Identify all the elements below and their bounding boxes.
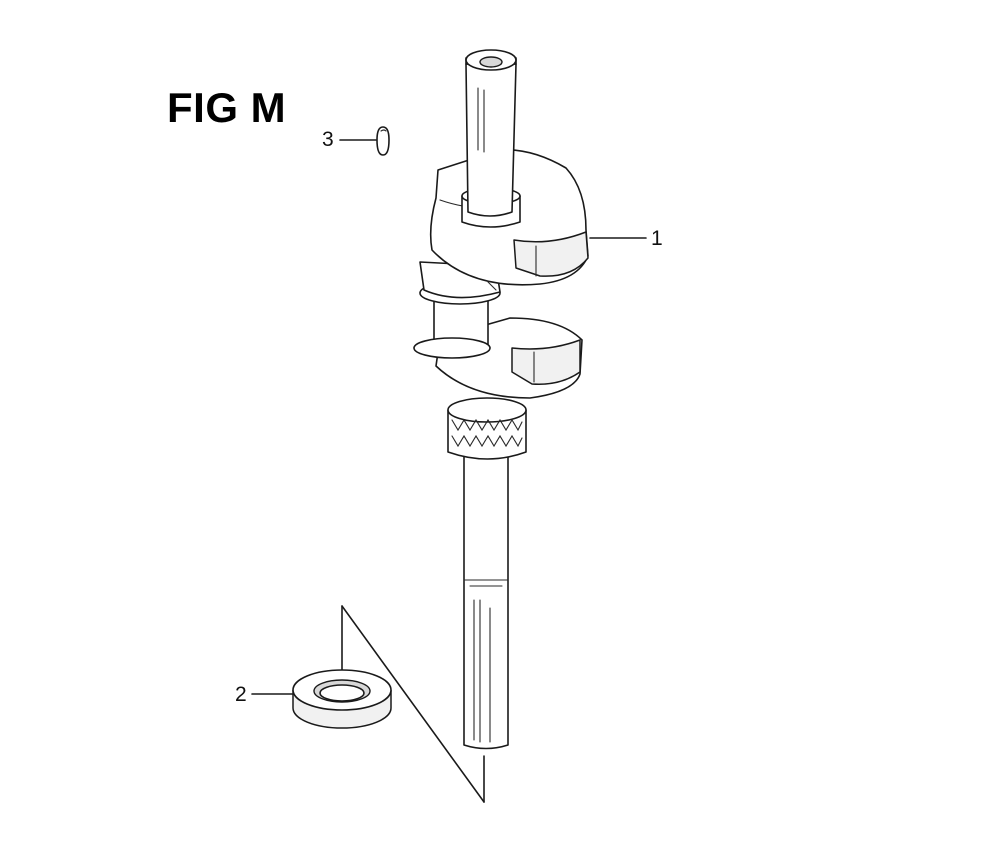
crankshaft-part bbox=[413, 49, 589, 750]
callout-number-1: 1 bbox=[651, 227, 663, 250]
oil-seal-part bbox=[292, 669, 392, 729]
key-part bbox=[376, 126, 390, 156]
figure-title: FIG M bbox=[167, 84, 287, 131]
callout-number-3: 3 bbox=[322, 128, 334, 151]
callout-number-2: 2 bbox=[235, 683, 247, 706]
